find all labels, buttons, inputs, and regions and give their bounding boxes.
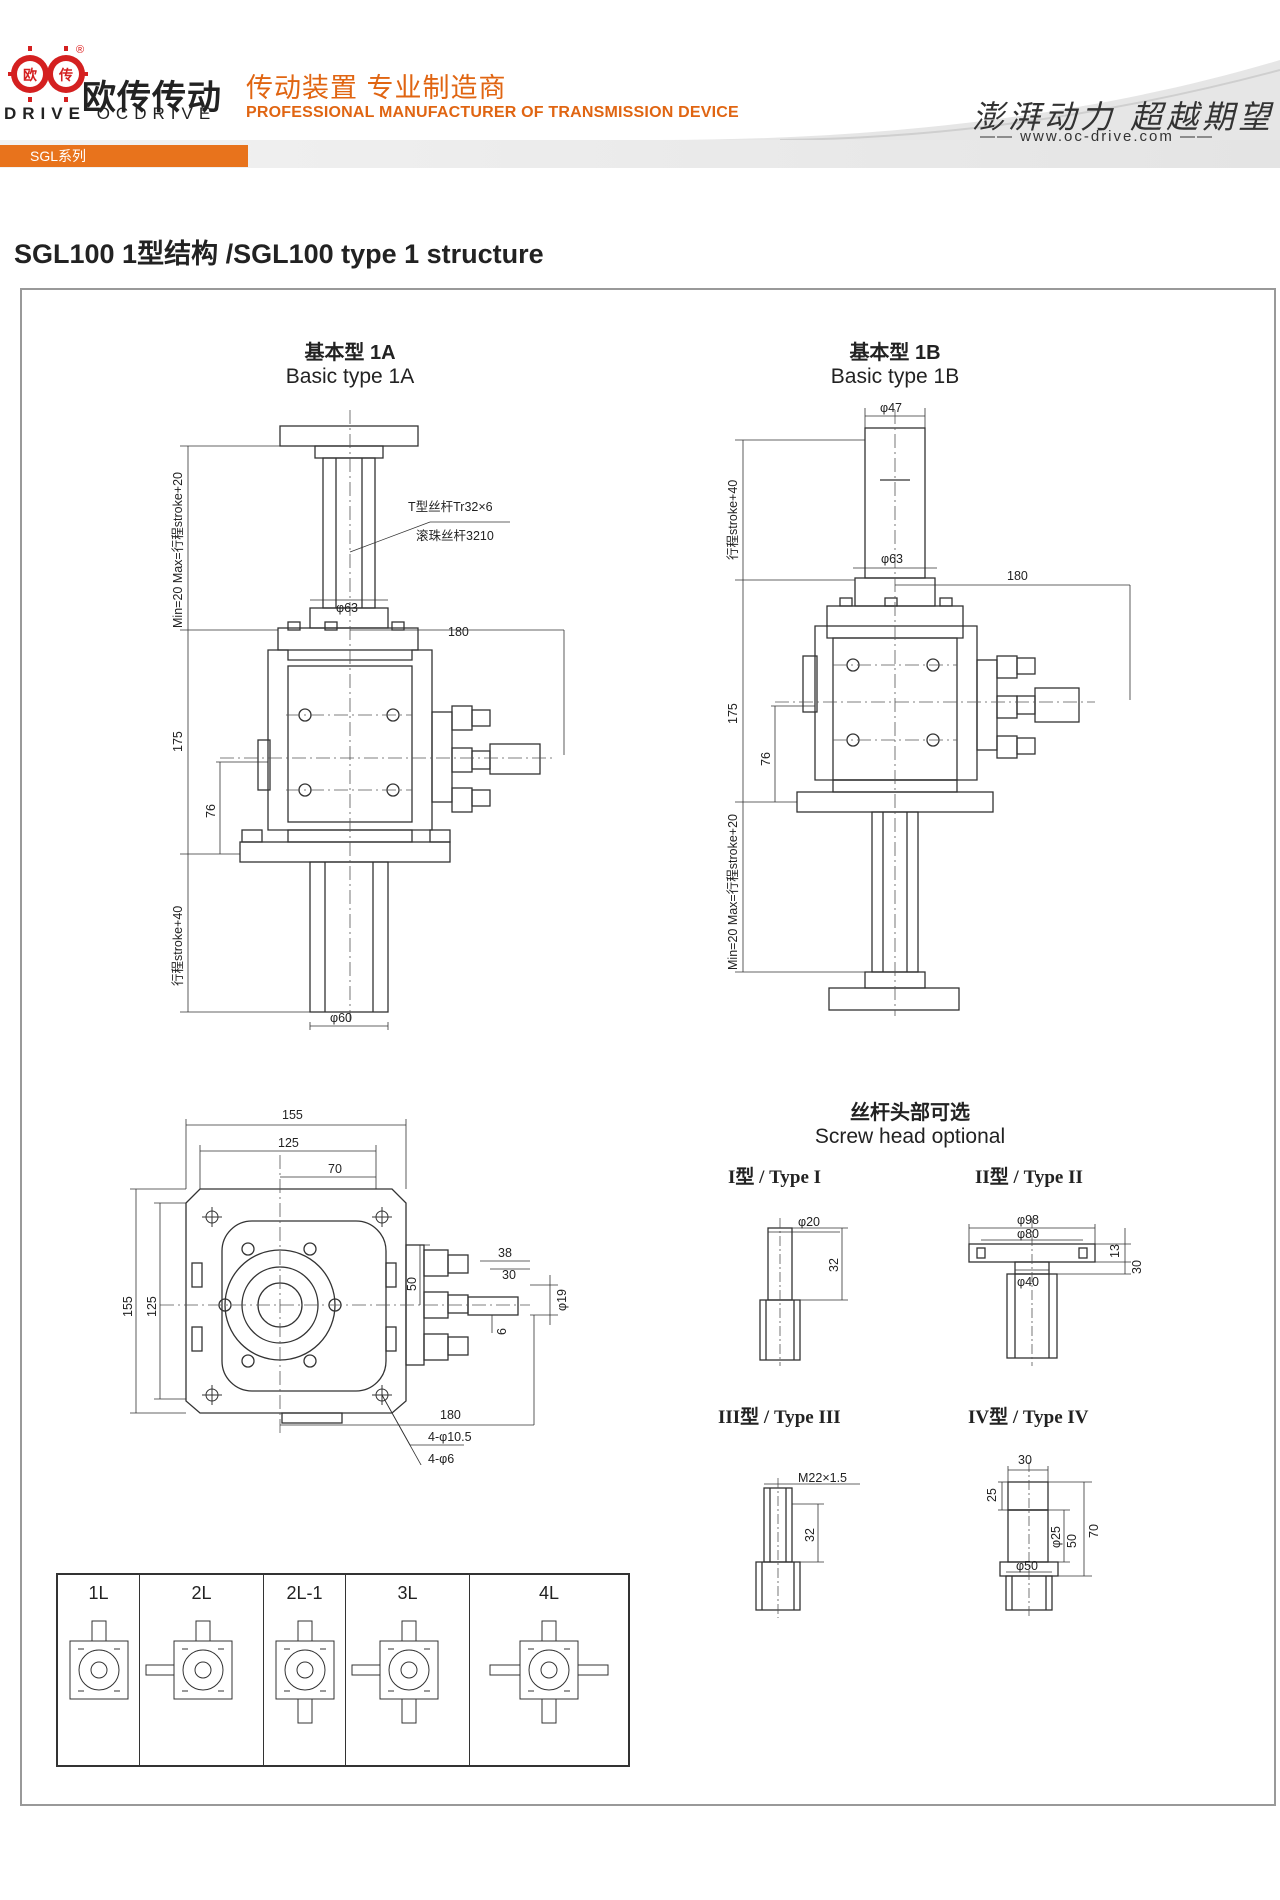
dim-1a-175: 175 <box>171 731 185 752</box>
dim-type2-30: 30 <box>1130 1260 1144 1274</box>
config-cell-4l: 4L <box>470 1575 628 1765</box>
dim-type4-25: 25 <box>985 1488 999 1502</box>
drawing-screw-head-type-2: φ98 φ80 13 30 φ40 <box>968 1213 1144 1366</box>
config-cell-3l: 3L <box>346 1575 470 1765</box>
page-title: SGL100 1型结构 /SGL100 type 1 structure <box>14 239 544 269</box>
drawing-type-1b: φ47 行程stroke+40 φ63 180 175 76 Min=20 Ma… <box>725 401 1131 1016</box>
view-title-1a-en: Basic type 1A <box>285 365 415 388</box>
dim-type4-70: 70 <box>1087 1524 1101 1538</box>
config-label-4l: 4L <box>538 1583 560 1603</box>
dim-plan-30: 30 <box>502 1268 516 1282</box>
config-label-1l: 1L <box>88 1583 109 1603</box>
page-header: SGL系列 欧 传 ® 欧传传动 DRIVE OCDRIVE 传动装置 专业制造… <box>0 0 1280 168</box>
dim-type2-13: 13 <box>1108 1244 1122 1258</box>
view-title-1b-cn: 基本型 1B <box>849 342 941 364</box>
dim-plan-50: 50 <box>405 1277 419 1291</box>
config-label-2l: 2L <box>191 1583 212 1603</box>
dim-plan-155-left: 155 <box>121 1296 135 1317</box>
view-title-screw-head: 丝杆头部可选 Screw head optional <box>780 1096 1040 1149</box>
config-diagram-2l <box>145 1620 233 1700</box>
dim-1b-bottom-stroke: Min=20 Max=行程stroke+20 <box>725 814 740 970</box>
website-text[interactable]: www.oc-drive.com <box>1020 128 1174 145</box>
dim-plan-155-top: 155 <box>282 1108 303 1122</box>
screw-head-type-4-label: IV型 / Type IV <box>968 1407 1089 1428</box>
drawing-frame <box>20 288 1276 1806</box>
drawing-type-1a: Min=20 Max=行程stroke+20 175 76 行程stroke+4… <box>170 410 565 1030</box>
screw-head-type-2-label: II型 / Type II <box>975 1167 1083 1188</box>
config-cell-2l: 2L <box>140 1575 264 1765</box>
note-1a-ball-screw: 滚珠丝杆3210 <box>416 528 494 543</box>
brand-name-en-bold: DRIVE <box>4 104 86 123</box>
dim-1b-180: 180 <box>1007 569 1028 583</box>
dim-type4-phi25: φ25 <box>1049 1526 1063 1548</box>
brand-name-cn: 欧传传动 <box>82 79 222 117</box>
dim-type2-phi98: φ98 <box>1017 1213 1039 1227</box>
dim-plan-125-left: 125 <box>145 1296 159 1317</box>
config-label-3l: 3L <box>397 1583 418 1603</box>
dim-1a-phi63: φ63 <box>336 601 358 615</box>
dim-plan-6: 6 <box>495 1328 509 1335</box>
drawing-screw-head-type-4: 30 25 φ25 50 70 φ50 <box>985 1453 1101 1616</box>
dim-type3-32: 32 <box>803 1528 817 1542</box>
header-swoosh-decoration <box>660 60 1280 150</box>
dim-type2-phi40: φ40 <box>1017 1275 1039 1289</box>
dim-plan-70: 70 <box>328 1162 342 1176</box>
dim-type4-phi50: φ50 <box>1016 1559 1038 1573</box>
dim-1a-bottom-stroke: 行程stroke+40 <box>170 906 185 986</box>
dim-plan-hole-large: 4-φ10.5 <box>428 1430 472 1444</box>
dim-plan-180: 180 <box>440 1408 461 1422</box>
screw-head-title-en: Screw head optional <box>814 1125 1006 1148</box>
config-diagram-3l <box>351 1620 439 1724</box>
config-diagram-4l <box>489 1620 609 1724</box>
configuration-table: 1L 2L 2L-1 <box>56 1573 630 1767</box>
dim-plan-phi19: φ19 <box>555 1289 569 1311</box>
config-label-2l-1: 2L-1 <box>286 1583 323 1603</box>
dim-plan-38: 38 <box>498 1246 512 1260</box>
screw-head-type-1-label: I型 / Type I <box>728 1167 822 1188</box>
config-cell-1l: 1L <box>58 1575 140 1765</box>
tagline-en: PROFESSIONAL MANUFACTURER OF TRANSMISSIO… <box>246 104 739 121</box>
config-diagram-1l <box>69 1620 129 1700</box>
config-cell-2l-1: 2L-1 <box>264 1575 346 1765</box>
logo-char-right: 传 <box>58 67 73 83</box>
view-title-1b: 基本型 1B Basic type 1B <box>795 336 995 389</box>
dim-1b-175: 175 <box>726 703 740 724</box>
logo-char-left: 欧 <box>23 67 37 83</box>
view-title-1a: 基本型 1A Basic type 1A <box>250 336 450 389</box>
brand-name-en-rest: OCDRIVE <box>96 104 217 123</box>
dim-type3-m22: M22×1.5 <box>798 1471 847 1485</box>
dim-1b-76: 76 <box>759 752 773 766</box>
screw-head-type-3-label: III型 / Type III <box>718 1407 841 1428</box>
dim-type1-phi20: φ20 <box>798 1215 820 1229</box>
note-1a-t-screw: T型丝杆Tr32×6 <box>408 500 493 514</box>
config-diagram-2l-1 <box>275 1620 335 1724</box>
slogan-cn: 澎湃动力 超越期望 <box>972 98 1275 136</box>
dim-1a-180: 180 <box>448 625 469 639</box>
view-title-1a-cn: 基本型 1A <box>304 342 396 364</box>
dim-plan-hole-small: 4-φ6 <box>428 1452 454 1465</box>
drawing-screw-head-type-1: φ20 32 <box>759 1215 848 1366</box>
brand-name-en: DRIVE OCDRIVE <box>4 104 216 124</box>
tagline-cn: 传动装置 专业制造商 <box>246 73 507 103</box>
drawing-plan-view: 155 125 70 155 125 50 38 30 φ19 6 180 4-… <box>121 1108 569 1465</box>
dim-1a-phi60: φ60 <box>330 1011 352 1025</box>
dim-type4-30: 30 <box>1018 1453 1032 1467</box>
screw-head-title-cn: 丝杆头部可选 <box>850 1102 970 1124</box>
drawing-screw-head-type-3: M22×1.5 32 <box>755 1471 860 1618</box>
series-tab: SGL系列 <box>0 145 248 167</box>
dim-plan-125-top: 125 <box>278 1136 299 1150</box>
dim-1a-top-stroke: Min=20 Max=行程stroke+20 <box>170 472 185 628</box>
dim-1b-phi47: φ47 <box>880 401 902 415</box>
dim-1b-phi63: φ63 <box>881 552 903 566</box>
view-title-1b-en: Basic type 1B <box>830 365 960 388</box>
website-url[interactable]: —— www.oc-drive.com —— <box>980 128 1215 145</box>
registered-mark: ® <box>76 44 85 56</box>
dim-type2-phi80: φ80 <box>1017 1227 1039 1241</box>
dim-1a-76: 76 <box>204 804 218 818</box>
dim-type1-32: 32 <box>827 1258 841 1272</box>
dim-type4-50: 50 <box>1065 1534 1079 1548</box>
gear-logo-icon: 欧 传 <box>8 46 88 102</box>
dim-1b-top-stroke: 行程stroke+40 <box>725 480 740 560</box>
